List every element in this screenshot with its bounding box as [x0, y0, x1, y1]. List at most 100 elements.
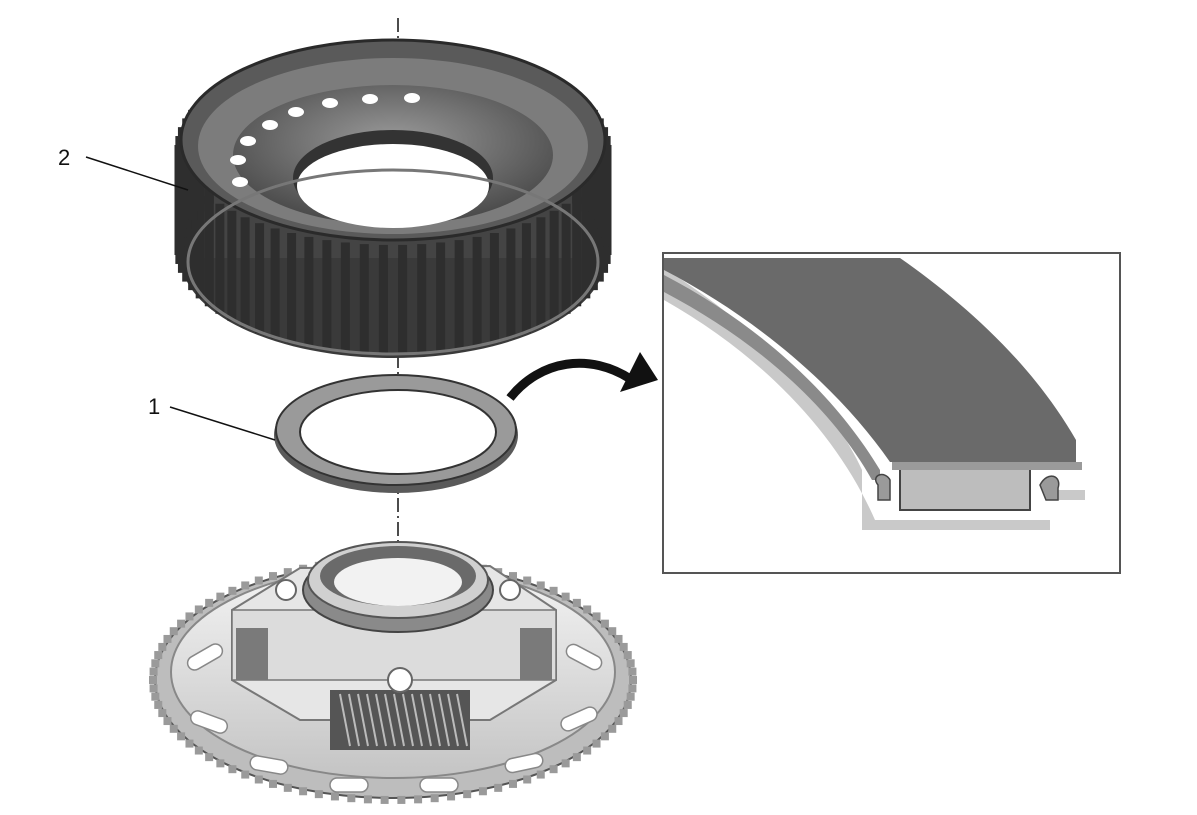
tooth	[506, 228, 516, 339]
tooth	[397, 795, 406, 804]
tooth	[626, 692, 635, 701]
tooth	[228, 586, 237, 595]
tooth	[549, 210, 559, 321]
tooth	[177, 619, 186, 628]
tooth	[561, 203, 571, 314]
tooth	[158, 709, 167, 718]
tooth	[521, 223, 531, 334]
tooth	[509, 779, 517, 788]
gear-tooth	[348, 693, 360, 747]
gear-tooth	[375, 693, 387, 747]
gear-tooth	[357, 693, 369, 747]
tooth	[608, 724, 617, 733]
tooth	[177, 732, 186, 741]
gear-tooth	[366, 693, 378, 747]
callout-2-leader	[85, 156, 189, 191]
tooth	[583, 746, 592, 755]
tooth	[347, 794, 356, 803]
tooth	[608, 627, 617, 636]
tooth	[628, 667, 637, 676]
tooth	[629, 676, 637, 684]
tooth	[269, 779, 277, 788]
gear-tooth	[384, 693, 396, 747]
tooth	[322, 240, 332, 351]
tooth	[304, 236, 314, 347]
tooth	[255, 223, 265, 334]
tooth	[340, 242, 350, 353]
tooth	[378, 244, 388, 355]
tooth	[472, 236, 482, 347]
tooth	[601, 136, 611, 247]
tooth	[195, 188, 205, 299]
tooth	[417, 244, 427, 355]
tooth	[523, 576, 532, 585]
tooth	[228, 765, 237, 774]
tooth	[600, 619, 609, 628]
tooth	[614, 634, 623, 643]
tooth	[536, 217, 546, 328]
gear-tooth	[447, 693, 459, 747]
tooth	[216, 759, 225, 768]
tooth	[169, 724, 178, 733]
tooth	[254, 576, 263, 585]
tooth	[205, 753, 214, 762]
tooth	[149, 667, 158, 676]
tooth	[623, 700, 632, 709]
tooth	[158, 642, 167, 651]
tooth	[287, 233, 297, 344]
tooth	[182, 118, 192, 229]
gear-tooth	[393, 693, 405, 747]
callout-2-label: 2	[58, 145, 70, 170]
tooth	[270, 228, 280, 339]
tooth	[185, 612, 194, 621]
tooth	[454, 240, 464, 351]
gear-tooth	[420, 693, 432, 747]
tooth	[572, 753, 581, 762]
tooth	[536, 770, 545, 779]
tooth	[188, 180, 198, 291]
tooth	[414, 795, 423, 804]
tooth	[430, 794, 439, 803]
tooth	[436, 242, 446, 353]
tooth	[561, 592, 570, 601]
tooth	[205, 598, 214, 607]
tooth	[151, 659, 160, 668]
planet-gear	[339, 693, 468, 747]
planetary-carrier-base	[149, 541, 637, 804]
tooth	[204, 196, 214, 307]
tooth	[330, 792, 339, 801]
tooth	[549, 586, 558, 595]
tooth	[241, 770, 250, 779]
tooth	[283, 568, 292, 577]
tooth	[154, 651, 163, 660]
tooth	[509, 572, 517, 581]
tooth	[163, 717, 172, 726]
tooth	[561, 759, 570, 768]
callout-1-label: 1	[148, 394, 160, 419]
tooth	[314, 790, 323, 799]
tooth	[592, 612, 601, 621]
tooth	[363, 795, 372, 804]
tooth	[169, 627, 178, 636]
thrust-ring	[274, 374, 518, 493]
curved-arrow-icon	[506, 358, 635, 401]
tooth	[581, 188, 591, 299]
tooth	[380, 795, 389, 804]
tooth	[447, 792, 456, 801]
tooth	[185, 739, 194, 748]
tooth	[592, 739, 601, 748]
tooth	[269, 572, 277, 581]
tooth	[478, 787, 487, 796]
tooth	[283, 783, 292, 792]
tooth	[463, 790, 472, 799]
tooth	[536, 581, 545, 590]
tooth	[572, 196, 582, 307]
tooth	[149, 676, 157, 684]
tooth	[227, 210, 237, 321]
tooth	[600, 732, 609, 741]
tooth	[583, 605, 592, 614]
tooth	[194, 746, 203, 755]
tooth	[163, 634, 172, 643]
tooth	[494, 783, 503, 792]
gear-tooth	[429, 693, 441, 747]
